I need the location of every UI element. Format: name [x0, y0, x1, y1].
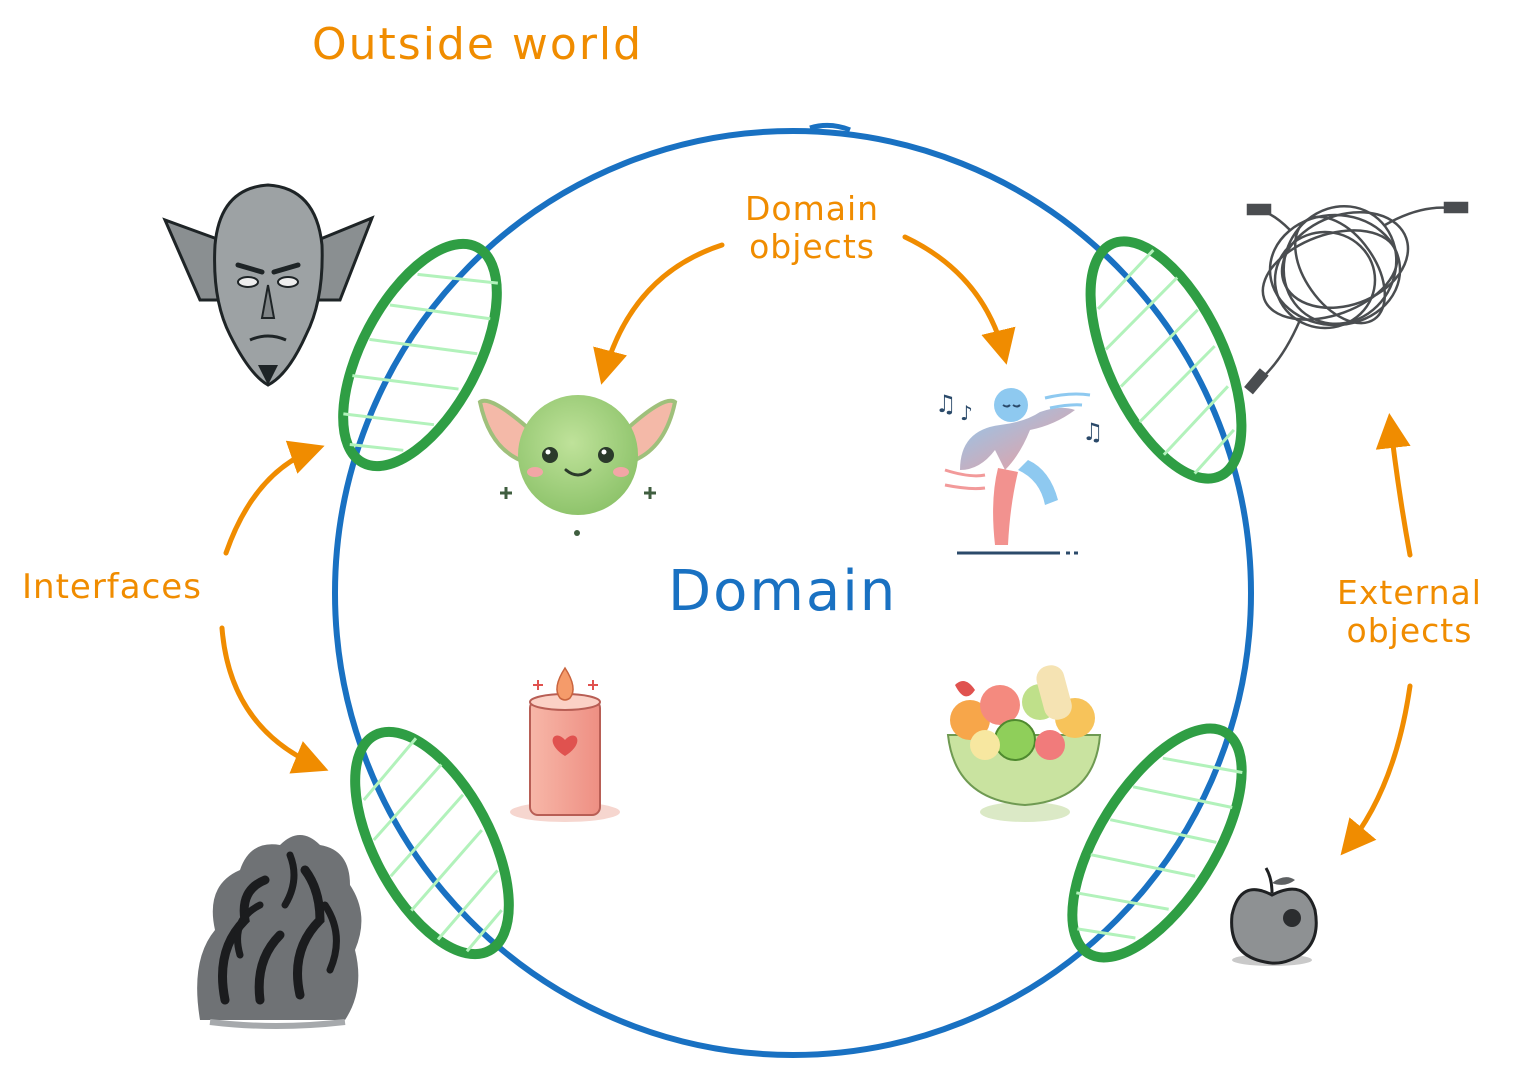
domain-objects-label: Domain objects — [745, 190, 879, 266]
external-objects-label: External objects — [1337, 574, 1482, 650]
dancing-figure-icon: ♫ ♪ ♫ — [935, 388, 1104, 555]
domain-title: Domain — [668, 559, 898, 624]
outside-world-title: Outside world — [312, 19, 644, 70]
interface-top-right — [1085, 236, 1247, 484]
arrow-interfaces-up — [223, 440, 325, 556]
svg-text:♫: ♫ — [935, 390, 957, 418]
candle-icon — [510, 666, 620, 822]
arrow-to-green-creature — [593, 242, 725, 385]
arrow-to-dancing-figure — [902, 234, 1016, 365]
interface-top-left — [338, 238, 502, 472]
interface-bottom-left — [350, 726, 514, 960]
goblin-head-icon — [162, 183, 375, 387]
rotten-apple-icon — [1230, 867, 1318, 966]
external-objects-label-line1: External — [1337, 573, 1482, 612]
external-objects-label-line2: objects — [1346, 610, 1473, 650]
domain-objects-label-line2: objects — [749, 226, 875, 266]
arrow-external-down — [1340, 683, 1413, 856]
arrow-interfaces-down — [219, 625, 329, 774]
svg-text:♪: ♪ — [960, 401, 973, 425]
interfaces-label: Interfaces — [22, 567, 202, 607]
green-creature-icon — [477, 395, 678, 536]
domain-boundary-circle — [332, 122, 1254, 1058]
fruit-bowl-icon — [946, 665, 1102, 822]
tangled-cables-icon — [1244, 201, 1469, 395]
interface-bottom-right — [1067, 723, 1247, 963]
black-smoke-icon — [197, 835, 362, 1029]
arrow-external-up — [1375, 413, 1413, 558]
domain-objects-label-line1: Domain — [745, 189, 880, 228]
svg-text:♫: ♫ — [1082, 418, 1104, 446]
